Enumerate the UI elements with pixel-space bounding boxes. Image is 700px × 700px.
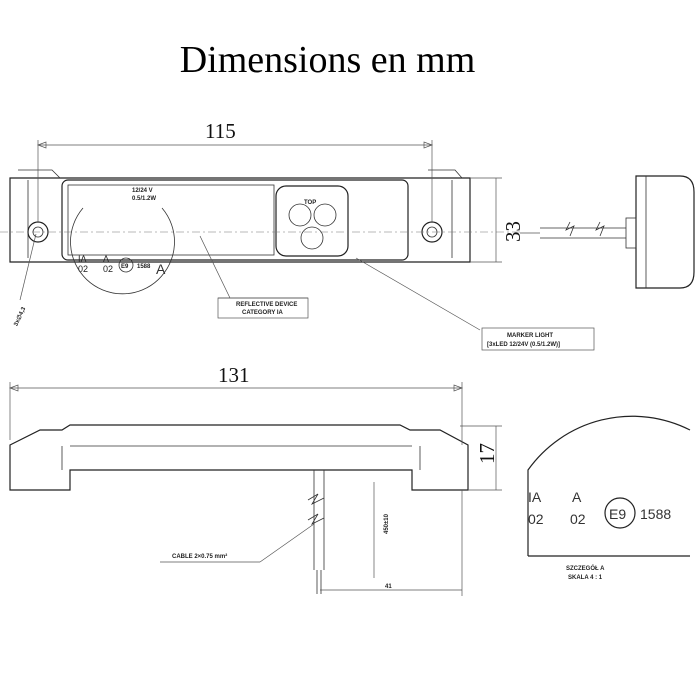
end-cable-break (565, 221, 605, 237)
dim-115-label: 115 (205, 119, 236, 143)
reflective-callout-box (217, 297, 309, 319)
detail-scale: SKALA 4 : 1 (568, 575, 603, 581)
front-a-label: A (103, 254, 109, 264)
front-a02-label: 02 (103, 264, 113, 274)
side-view: CABLE 2×0.75 mm² 450±10 41 131 17 (9, 363, 502, 596)
detail-title: SZCZEGÓŁ A (566, 564, 605, 572)
front-e9-label: E9 (121, 264, 129, 270)
detail-ia: IA (528, 489, 542, 505)
marker-label-2: [3xLED 12/24V (0.5/1.2W)] (487, 342, 560, 348)
marker-label-1: MARKER LIGHT (507, 333, 553, 339)
reflector-area (67, 184, 275, 256)
lens-frame (61, 179, 409, 261)
dim-33-label: 33 (501, 221, 525, 242)
detail-a: A (572, 489, 582, 505)
reflective-label-1: REFLECTIVE DEVICE (236, 302, 297, 308)
dim-17-label: 17 (475, 443, 499, 464)
end-view-stem (625, 217, 637, 249)
detail-e9-label: E9 (609, 506, 626, 522)
front-tab-lines (27, 180, 453, 258)
detail-approval-number: 1588 (640, 506, 671, 522)
front-02-label: 02 (78, 264, 88, 274)
led-1 (288, 203, 312, 227)
front-approval-number: 1588 (137, 264, 151, 270)
detail-a-02: 02 (570, 511, 586, 527)
marker-leader (355, 257, 481, 331)
power-label: 0.5/1.2W (132, 196, 156, 202)
dim-arrows-115 (37, 141, 433, 149)
front-outer-body (9, 177, 471, 263)
cable-break (307, 493, 325, 525)
detail-circle-a (70, 207, 175, 295)
detail-ia-02: 02 (528, 511, 544, 527)
reflective-label-2: CATEGORY IA (242, 310, 284, 316)
cable-label: CABLE 2×0.75 mm² (172, 553, 227, 560)
dim-450-label: 450±10 (384, 513, 390, 534)
front-corner-lines (18, 169, 463, 179)
end-view-body (635, 175, 695, 289)
front-ia-label: IA (78, 254, 87, 264)
front-e9-circle (118, 257, 134, 273)
reflective-leader (199, 235, 231, 299)
voltage-label: 12/24 V (132, 188, 153, 194)
led-3 (300, 226, 324, 250)
end-view (520, 175, 695, 289)
detail-ref-a: A (156, 261, 166, 277)
front-view: TOP 12/24 V 0.5/1.2W IA 02 A 02 E9 1588 … (0, 119, 595, 351)
marker-callout-box (481, 327, 595, 351)
detail-a-view: IA 02 A 02 E9 1588 SZCZEGÓŁ A SKALA 4 : … (527, 415, 691, 581)
page-title: Dimensions en mm (179, 39, 476, 81)
dim-131-label: 131 (218, 363, 250, 387)
hole-leader (19, 233, 37, 301)
led-2 (313, 203, 337, 227)
cable-leader (259, 523, 315, 563)
hole-label: 3x∅4,3 (12, 305, 27, 327)
side-outer-body (9, 424, 469, 491)
detail-a-outline (527, 415, 691, 556)
led-window (275, 185, 349, 257)
dim-arrows-131 (9, 384, 463, 392)
top-label: TOP (304, 200, 316, 206)
dim-41-label: 41 (385, 584, 392, 590)
detail-e9-circle (604, 497, 636, 529)
